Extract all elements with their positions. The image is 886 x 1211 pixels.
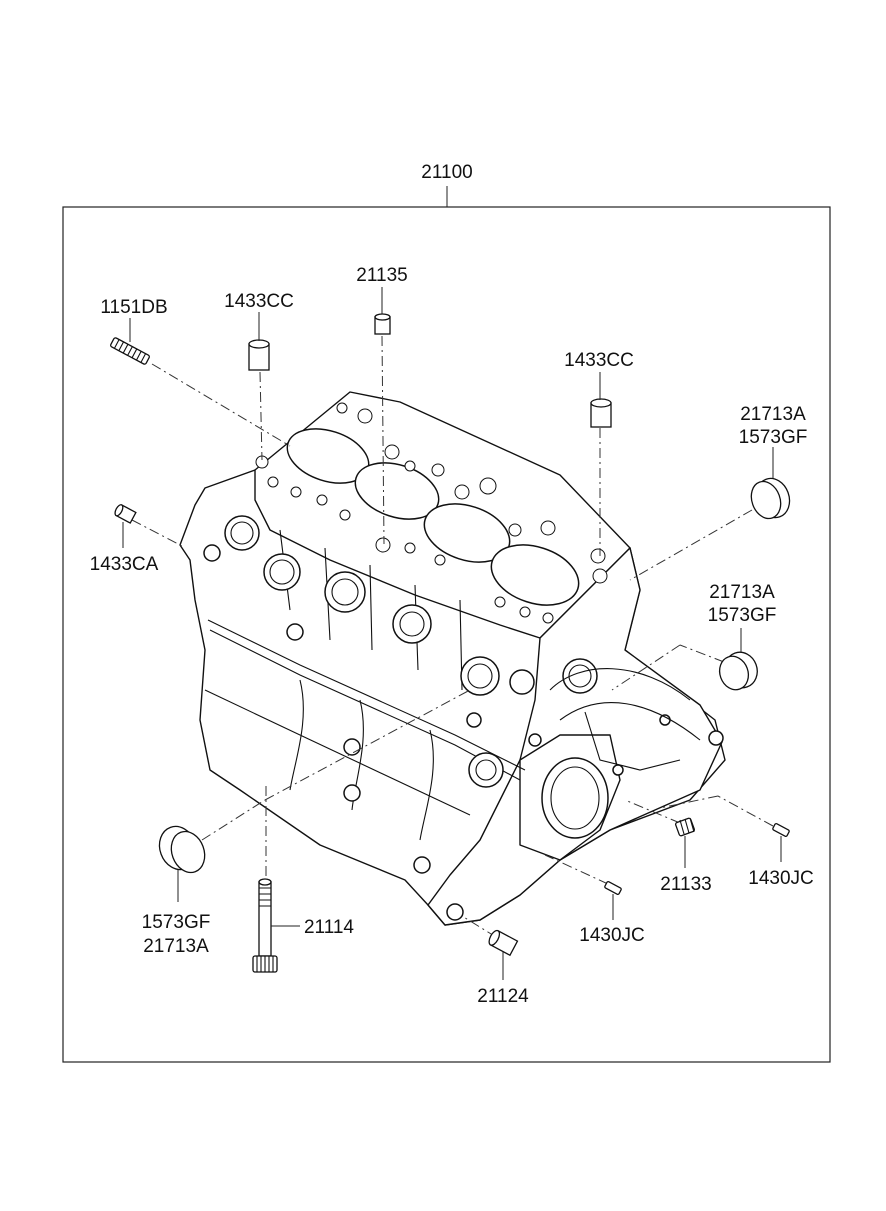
callout-1433CC-right: 1433CC — [564, 350, 634, 371]
dowel-1433CC-left — [248, 339, 270, 371]
bolt-21114 — [252, 878, 278, 973]
callout-1151DB: 1151DB — [100, 297, 167, 318]
dowel-21124 — [488, 929, 519, 957]
pin-1430JC-bottom — [604, 881, 622, 895]
callout-21133: 21133 — [660, 874, 711, 895]
callout-1433CA: 1433CA — [90, 554, 159, 575]
callout-21124: 21124 — [477, 986, 529, 1007]
alignment-lines — [131, 335, 774, 938]
assembly-frame — [62, 206, 831, 1063]
cylinder-block — [179, 391, 726, 926]
callout-21713A-top-right: 21713A — [740, 404, 806, 425]
callout-1573GF-top-right: 1573GF — [739, 427, 808, 448]
pin-21135 — [374, 313, 391, 335]
callout-1433CC-left: 1433CC — [224, 291, 294, 312]
callout-1573GF-left: 1573GF — [142, 912, 211, 933]
plug-21133 — [675, 817, 695, 837]
cylinder-bore-4 — [490, 544, 580, 606]
pin-1430JC-right — [772, 823, 790, 837]
core-plug-mid-right — [718, 651, 758, 691]
callout-21135: 21135 — [356, 265, 407, 286]
leader-lines — [122, 287, 782, 980]
assembly-number-label: 21100 — [421, 162, 472, 183]
callout-21114: 21114 — [304, 917, 354, 938]
callout-1430JC-bottom: 1430JC — [579, 925, 645, 946]
callout-21713A-left: 21713A — [143, 936, 209, 957]
callout-1430JC-right: 1430JC — [748, 868, 814, 889]
stud-1151DB — [110, 337, 150, 365]
dowel-1433CC-right — [590, 398, 612, 428]
core-plug-top-right — [750, 477, 791, 520]
callout-1573GF-mid-right: 1573GF — [708, 605, 777, 626]
core-plug-left — [158, 825, 206, 874]
callout-21713A-mid-right: 21713A — [709, 582, 775, 603]
dowel-1433CA — [114, 504, 137, 524]
front-crank-bore — [541, 757, 609, 839]
